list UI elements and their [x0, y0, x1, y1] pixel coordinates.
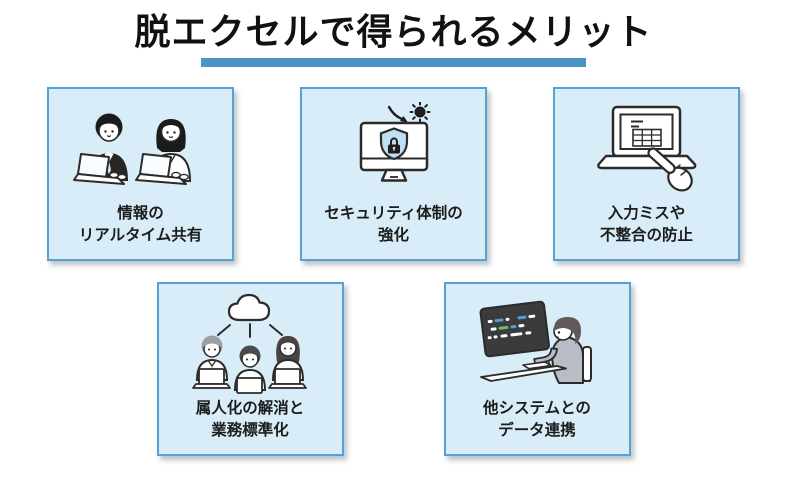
page-title: 脱エクセルで得られるメリット: [134, 11, 653, 52]
shield-monitor-icon: [359, 102, 430, 183]
cloud-team-icon: [192, 294, 307, 395]
two-people-laptops-icon: [72, 113, 191, 186]
card-label-standardization: 属人化の解消と 業務標準化: [195, 400, 305, 439]
benefit-row-bottom: 属人化の解消と 業務標準化: [0, 282, 787, 457]
card-label-security: セキュリティ体制の 強化: [324, 205, 463, 244]
title-underline: [201, 58, 586, 68]
coding-person-icon: [479, 301, 592, 385]
header: 脱エクセルで得られるメリット: [0, 0, 787, 68]
card-label-data-integration: 他システムとの データ連携: [483, 400, 591, 439]
card-label-error-prevention: 入力ミスや 不整合の防止: [599, 205, 693, 244]
benefit-row-top: 情報の リアルタイム共有: [0, 87, 787, 262]
benefit-card-security: セキュリティ体制の 強化: [300, 87, 487, 262]
benefit-card-realtime-sharing: 情報の リアルタイム共有: [47, 87, 234, 262]
benefit-card-data-integration: 他システムとの データ連携: [443, 282, 631, 457]
card-label-realtime-sharing: 情報の リアルタイム共有: [78, 205, 203, 244]
laptop-pointer-hand-icon: [596, 106, 696, 192]
benefit-card-standardization: 属人化の解消と 業務標準化: [156, 282, 344, 457]
benefit-card-error-prevention: 入力ミスや 不整合の防止: [553, 87, 740, 262]
